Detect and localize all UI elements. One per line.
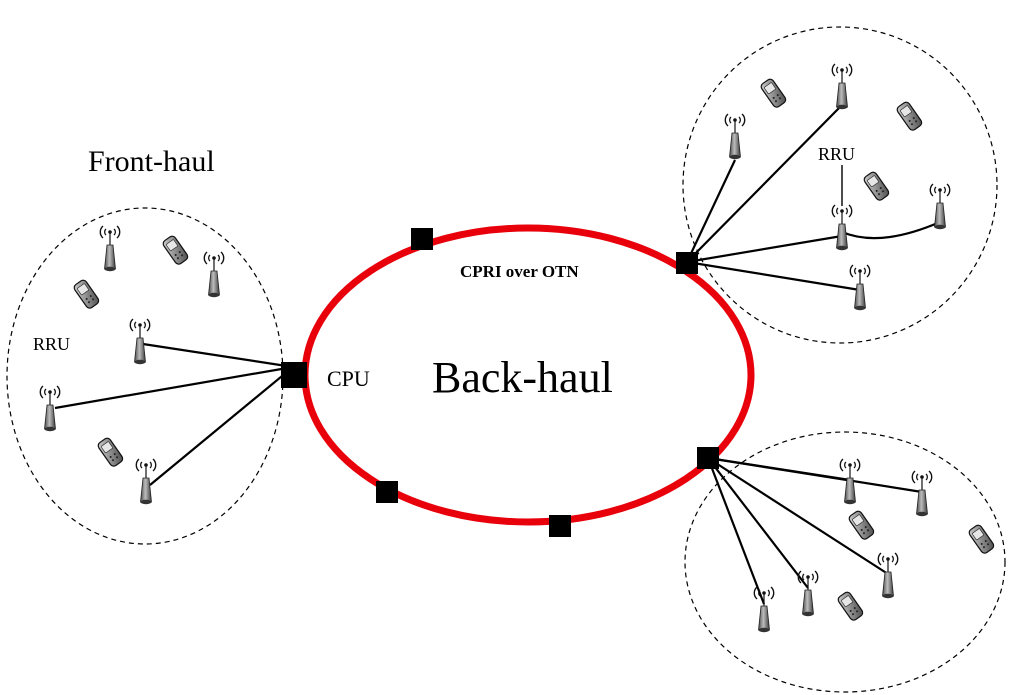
fronthaul-link [149, 366, 294, 486]
fronthaul-link [686, 234, 843, 264]
mobile-phone-icon [72, 278, 101, 311]
fronthaul-link [142, 342, 294, 369]
mobile-phone-icon [967, 523, 996, 556]
cpu-node [281, 362, 307, 388]
top-right-cluster-boundary [682, 26, 998, 344]
fronthaul-link [686, 159, 736, 263]
mobile-phone-icon [836, 590, 865, 623]
ring-node [411, 228, 433, 250]
rru-tower-icon [849, 264, 871, 311]
rru-label-right: RRU [818, 144, 855, 164]
mobile-phone-icon [759, 77, 788, 110]
rru-tower-icon [99, 225, 121, 272]
rru-tower-icon [831, 204, 853, 251]
fronthaul-link [686, 104, 843, 263]
ring-node [549, 515, 571, 537]
mobile-phone-icon [862, 170, 891, 203]
rru-tower-icon [877, 552, 899, 599]
fronthaul-link [707, 457, 889, 575]
bottom-right-cluster-links [706, 456, 923, 605]
mobile-phone-icon [161, 234, 190, 267]
mobile-phone-icon [96, 436, 125, 469]
rru-tower-icon [724, 113, 746, 160]
top-right-cluster-links [686, 104, 941, 292]
bottom-right-cluster-boundary [684, 431, 1006, 693]
rru-tower-icon [929, 183, 951, 230]
mobile-phone-icon [895, 100, 924, 133]
rru-tower-icon [911, 470, 933, 517]
fronthaul-link [706, 457, 766, 605]
rru-tower-icon [753, 586, 775, 633]
mobile-phone-icon [847, 509, 876, 542]
fronthaul-link [686, 260, 861, 292]
cpu-label: CPU [327, 366, 370, 391]
front-haul-label: Front-haul [88, 145, 215, 178]
ring-node [376, 481, 398, 503]
rru-interlink [841, 220, 941, 240]
rru-tower-icon [129, 318, 151, 365]
rru-tower-icon [831, 63, 853, 110]
left-cluster-links [54, 342, 294, 486]
rru-tower-icon [203, 251, 225, 298]
rru-label-left: RRU [33, 334, 70, 354]
fronthaul-link [707, 456, 923, 494]
back-haul-label: Back-haul [432, 353, 613, 402]
ring-node [697, 447, 719, 469]
cpri-over-otn-label: CPRI over OTN [460, 262, 579, 281]
fronthaul-link [707, 457, 809, 589]
ring-node [676, 252, 698, 274]
fronthaul-link [54, 365, 294, 410]
